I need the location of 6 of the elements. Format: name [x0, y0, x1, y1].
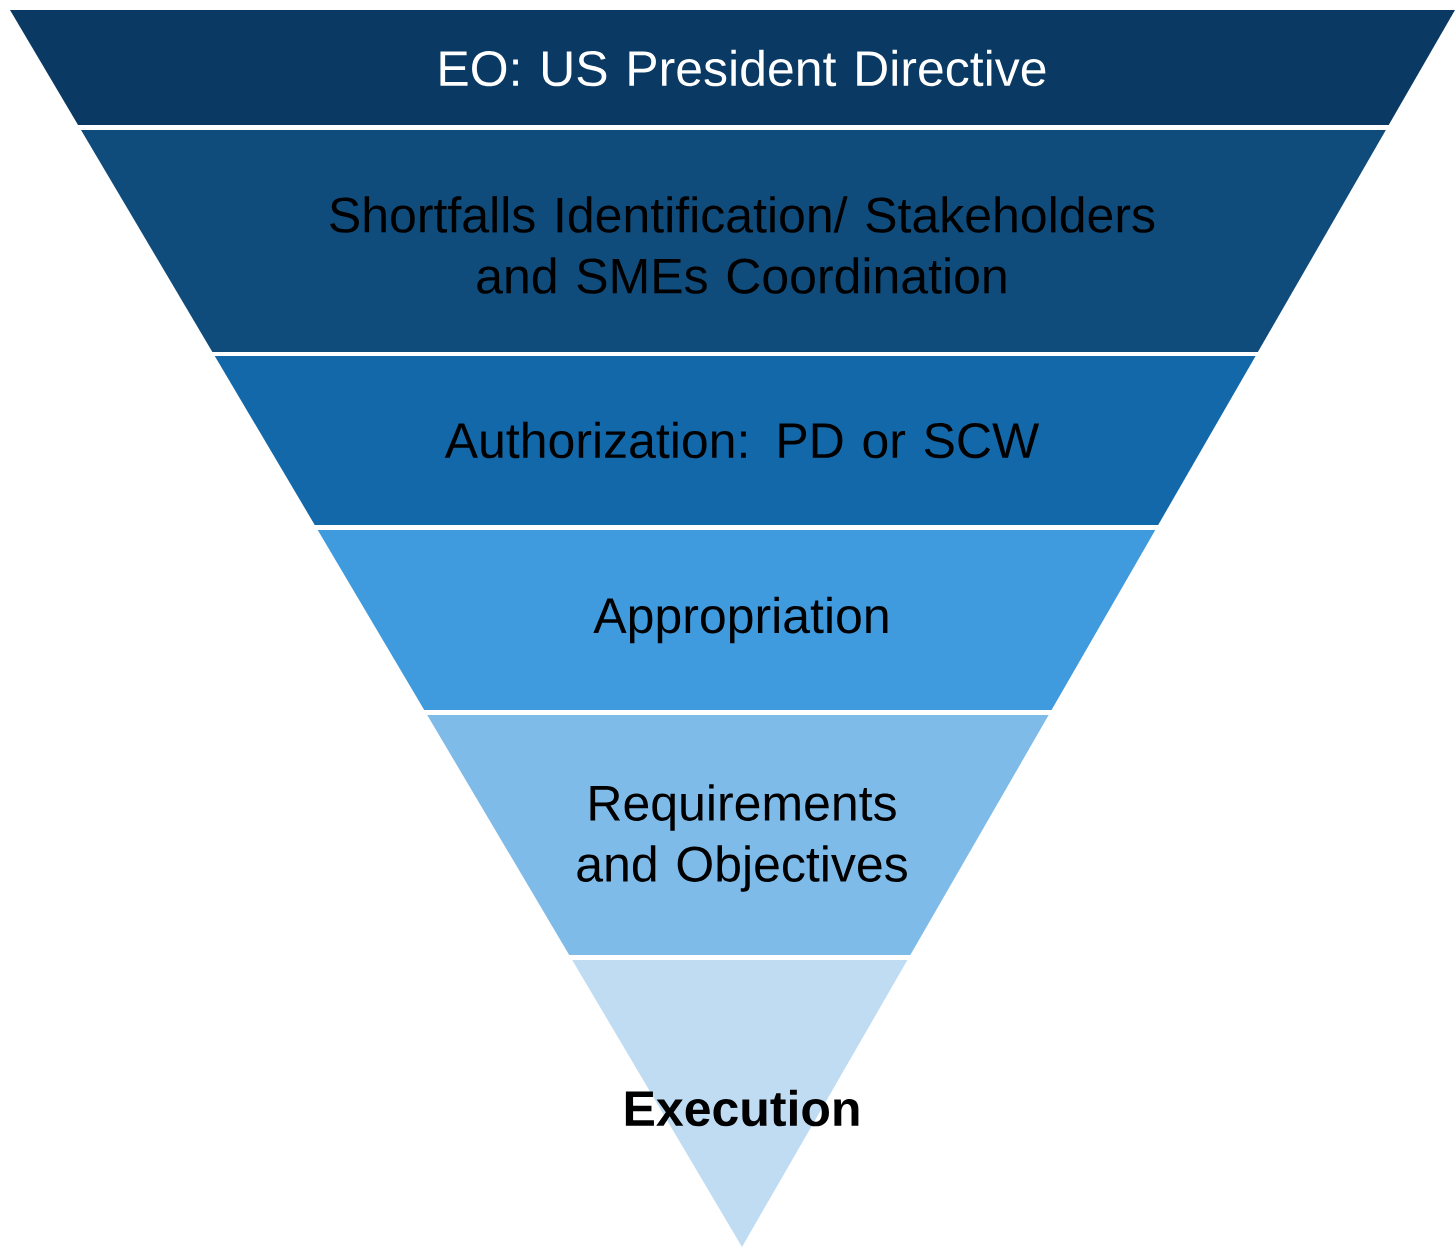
- funnel-band: Requirements and Objectives: [427, 715, 1049, 955]
- funnel-band: EO: US President Directive: [10, 10, 1455, 125]
- funnel-band: Execution: [572, 960, 908, 1247]
- funnel-band: Appropriation: [317, 530, 1156, 710]
- funnel-band: Authorization: PD or SCW: [214, 356, 1256, 525]
- funnel-band: Shortfalls Identification/ Stakeholders and SMEs Coordination: [81, 130, 1386, 352]
